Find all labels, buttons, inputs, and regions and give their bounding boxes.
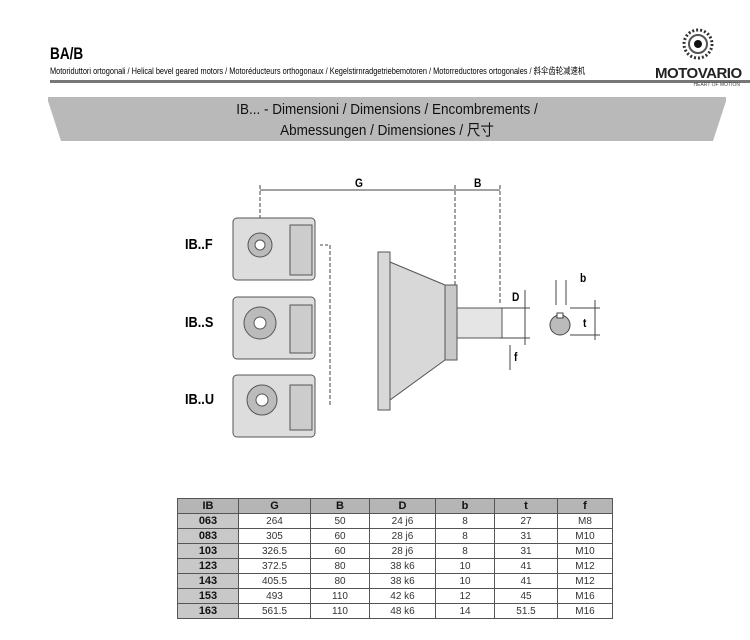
logo-tagline: HEART OF MOTION: [693, 82, 740, 88]
table-cell: M12: [557, 573, 613, 589]
table-cell: 28 j6: [369, 543, 436, 559]
column-header: t: [494, 498, 558, 514]
table-cell: 38 k6: [369, 573, 436, 589]
table-cell: 50: [310, 513, 370, 529]
table-cell: M8: [557, 513, 613, 529]
table-cell: 51.5: [494, 603, 558, 619]
flange-unit: [377, 251, 503, 411]
table-cell: 41: [494, 558, 558, 574]
table-cell: 48 k6: [369, 603, 436, 619]
table-cell: 14: [435, 603, 495, 619]
gear-logo-icon: [682, 28, 713, 60]
row-size-cell: 143: [177, 573, 239, 589]
table-cell: 10: [435, 558, 495, 574]
page-title: BA/B: [50, 44, 84, 63]
row-size-cell: 163: [177, 603, 239, 619]
dim-b: B: [474, 176, 482, 190]
table-cell: 561.5: [238, 603, 311, 619]
table-cell: 60: [310, 543, 370, 559]
table-cell: M12: [557, 558, 613, 574]
table-cell: 45: [494, 588, 558, 604]
column-header: IB: [177, 498, 239, 514]
table-cell: 305: [238, 528, 311, 544]
header-divider: [50, 80, 750, 83]
table-cell: 12: [435, 588, 495, 604]
column-header: f: [557, 498, 613, 514]
row-size-cell: 153: [177, 588, 239, 604]
shaft-section: [549, 280, 600, 340]
dim-f: f: [514, 350, 518, 364]
row-size-cell: 083: [177, 528, 239, 544]
motovario-logo: MOTOVARIO HEART OF MOTION: [655, 28, 742, 88]
table-cell: 372.5: [238, 558, 311, 574]
column-header: G: [238, 498, 311, 514]
table-cell: 41: [494, 573, 558, 589]
table-cell: 80: [310, 558, 370, 574]
table-cell: M10: [557, 528, 613, 544]
dim-b-key: b: [580, 271, 587, 285]
table-cell: 110: [310, 603, 370, 619]
table-cell: 264: [238, 513, 311, 529]
dim-t: t: [583, 316, 587, 330]
table-cell: 80: [310, 573, 370, 589]
table-cell: 27: [494, 513, 558, 529]
gearbox-u: [232, 374, 316, 438]
variant-label-s: IB..S: [185, 314, 214, 331]
table-cell: 8: [435, 543, 495, 559]
table-cell: M16: [557, 603, 613, 619]
row-size-cell: 063: [177, 513, 239, 529]
table-cell: 28 j6: [369, 528, 436, 544]
banner-line1: IB... - Dimensioni / Dimensions / Encomb…: [236, 101, 538, 118]
table-cell: 493: [238, 588, 311, 604]
gearbox-s: [232, 296, 316, 360]
logo-name: MOTOVARIO: [655, 65, 742, 82]
table-cell: 8: [435, 513, 495, 529]
table-cell: 60: [310, 528, 370, 544]
row-size-cell: 123: [177, 558, 239, 574]
table-cell: 10: [435, 573, 495, 589]
column-header: B: [310, 498, 370, 514]
table-cell: 38 k6: [369, 558, 436, 574]
table-cell: M16: [557, 588, 613, 604]
table-cell: 405.5: [238, 573, 311, 589]
column-header: b: [435, 498, 495, 514]
banner-shape: [48, 97, 726, 141]
dim-d: D: [512, 290, 520, 304]
table-cell: 24 j6: [369, 513, 436, 529]
table-cell: 31: [494, 543, 558, 559]
gearbox-f: [232, 217, 316, 281]
table-cell: 326.5: [238, 543, 311, 559]
table-cell: M10: [557, 543, 613, 559]
dim-g: G: [355, 176, 363, 190]
table-cell: 42 k6: [369, 588, 436, 604]
table-cell: 31: [494, 528, 558, 544]
column-header: D: [369, 498, 436, 514]
table-cell: 8: [435, 528, 495, 544]
variant-label-f: IB..F: [185, 236, 213, 253]
page-subtitle: Motoriduttori ortogonali / Helical bevel…: [50, 66, 586, 76]
section-banner: IB... - Dimensioni / Dimensions / Encomb…: [48, 97, 726, 141]
banner-line2: Abmessungen / Dimensiones / 尺寸: [280, 122, 494, 139]
table-cell: 110: [310, 588, 370, 604]
row-size-cell: 103: [177, 543, 239, 559]
variant-label-u: IB..U: [185, 391, 215, 408]
